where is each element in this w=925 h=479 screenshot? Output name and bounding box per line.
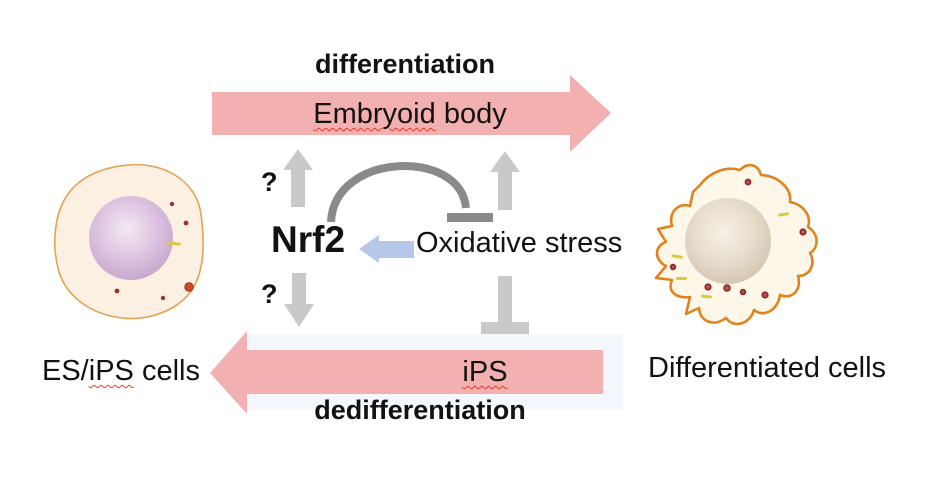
differentiated-cell-nucleus xyxy=(685,198,771,284)
ips-label: iPS xyxy=(440,357,530,387)
embryoid-body-label: Embryoid body xyxy=(260,99,560,129)
nrf2-label: Nrf2 xyxy=(271,219,346,260)
dedifferentiation-arrow xyxy=(210,331,603,414)
body-word: body xyxy=(435,98,507,130)
es-ips-cell-illustration xyxy=(54,163,204,320)
question-mark-top: ? xyxy=(261,167,278,197)
ips-word-bottom: iPS xyxy=(462,356,508,388)
oxidative-stress-to-nrf2-arrow xyxy=(359,235,414,263)
down-arrow-left xyxy=(284,273,314,327)
differentiated-cell-illustration xyxy=(654,163,818,326)
differentiation-arrow xyxy=(212,75,611,152)
cells-suffix: cells xyxy=(133,355,200,387)
up-arrow-left xyxy=(283,149,313,207)
question-mark-bottom: ? xyxy=(261,279,278,309)
inhibition-bar-right xyxy=(481,276,529,334)
embryoid-word: Embryoid xyxy=(313,98,436,130)
differentiated-cells-label: Differentiated cells xyxy=(648,352,887,384)
es-ips-cells-label: ES/iPS cells xyxy=(42,356,200,386)
oxidative-stress-label: Oxidative stress xyxy=(416,227,623,259)
es-ips-cell-nucleus xyxy=(89,196,173,280)
up-arrow-right xyxy=(490,151,520,210)
nrf2-inhibition-arc xyxy=(327,162,470,223)
inhibition-bar-top xyxy=(447,213,493,222)
differentiation-label: differentiation xyxy=(315,49,495,79)
dedifferentiation-label: dedifferentiation xyxy=(314,395,526,425)
es-prefix: ES/ xyxy=(42,355,89,387)
ips-word: iPS xyxy=(88,355,134,387)
